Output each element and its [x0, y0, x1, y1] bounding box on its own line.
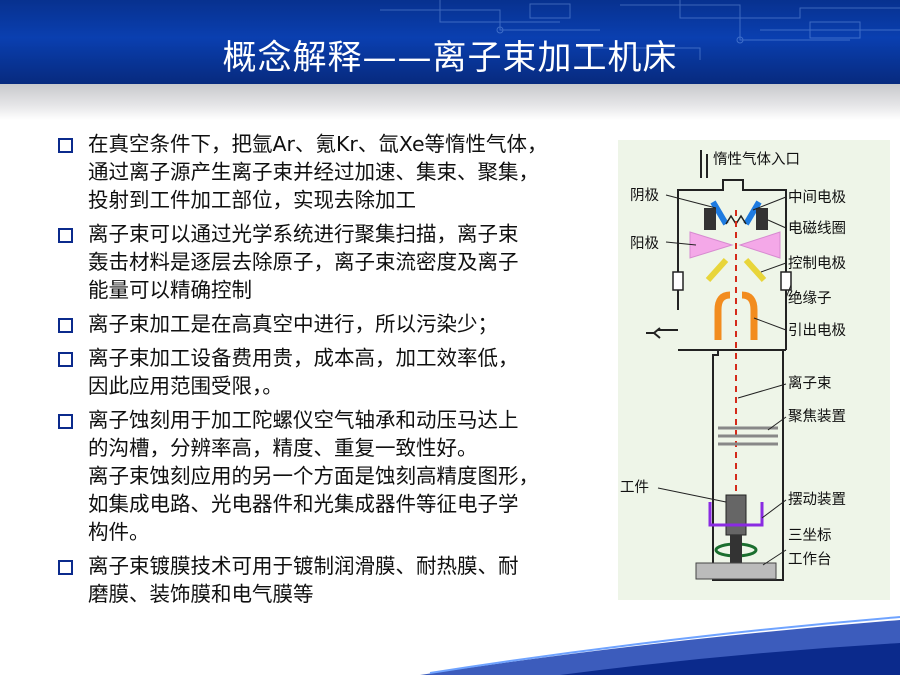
bullet-line: 能量可以精确控制: [88, 278, 252, 302]
diagram-background: [618, 140, 890, 600]
cathode-shape: [710, 200, 762, 226]
label-insulator: 绝缘子: [788, 290, 832, 307]
bullet-item: 离子束加工是在高真空中进行，所以污染少；: [58, 310, 628, 338]
anode-shape: [689, 231, 781, 259]
bullet-line: 离子束加工设备费用贵，成本高，加工效率低，: [88, 346, 519, 370]
bullet-line: 投射到工件加工部位，实现去除加工: [88, 188, 416, 212]
chamber-outline: [658, 150, 787, 581]
bullet-box-icon: [58, 318, 73, 333]
label-workpiece: 工件: [620, 479, 649, 496]
bullet-line: 离子束蚀刻应用的另一个方面是蚀刻高精度图形，: [88, 464, 539, 488]
title-underband: [0, 84, 900, 120]
label-ion-beam: 离子束: [788, 375, 832, 392]
bullet-line: 离子束加工是在高真空中进行，所以污染少；: [88, 312, 498, 336]
bullet-box-icon: [58, 352, 73, 367]
bullet-box-icon: [58, 414, 73, 429]
coil-left: [704, 208, 716, 230]
title-bar: 概念解释——离子束加工机床: [0, 0, 900, 84]
swing-device-frame: [708, 502, 764, 527]
label-extraction-electrode: 引出电极: [788, 322, 846, 339]
circuit-pattern: [380, 0, 900, 60]
bullet-line: 离子蚀刻用于加工陀螺仪空气轴承和动压马达上: [88, 408, 519, 432]
label-middle-electrode: 中间电极: [788, 189, 846, 206]
bullet-item: 离子蚀刻用于加工陀螺仪空气轴承和动压马达上 的沟槽，分辨率高，精度、重复一致性好…: [58, 406, 628, 546]
bullet-line: 磨膜、装饰膜和电气膜等: [88, 582, 314, 606]
coil-right: [756, 208, 768, 230]
bullet-line: 离子束可以通过光学系统进行聚集扫描，离子束: [88, 222, 519, 246]
bullet-line: 轰击材料是逐层去除原子，离子束流密度及离子: [88, 250, 519, 274]
bullet-line: 构件。: [88, 520, 150, 544]
bottom-decoration: [420, 616, 900, 675]
label-stage-line2: 工作台: [788, 551, 832, 568]
label-focusing-device: 聚焦装置: [788, 408, 846, 425]
bullet-box-icon: [58, 560, 73, 575]
bullet-item: 离子束镀膜技术可用于镀制润滑膜、耐热膜、耐 磨膜、装饰膜和电气膜等: [58, 552, 628, 608]
workpiece-block: [725, 494, 747, 536]
bullet-box-icon: [58, 138, 73, 153]
bullet-box-icon: [58, 228, 73, 243]
outlet-arrow: [646, 327, 661, 339]
slide-title: 概念解释——离子束加工机床: [222, 38, 678, 78]
label-swing-device: 摆动装置: [788, 491, 846, 508]
bullet-line: 因此应用范围受限，。: [88, 374, 283, 398]
bullet-item: 离子束可以通过光学系统进行聚集扫描，离子束 轰击材料是逐层去除原子，离子束流密度…: [58, 220, 628, 304]
ion-beam-machine-diagram: 惰性气体入口 阴极 中间电极 电磁线圈 阳极 控制电极 绝缘子 引出电极 离子束…: [618, 140, 890, 600]
label-anode: 阳极: [630, 235, 659, 252]
focusing-device-plates: [718, 426, 778, 446]
bullet-item: 离子束加工设备费用贵，成本高，加工效率低， 因此应用范围受限，。: [58, 344, 628, 400]
bullet-line: 通过离子源产生离子束并经过加速、集束、聚集，: [88, 160, 539, 184]
bullet-item: 在真空条件下，把氩Ar、氪Kr、氙Xe等惰性气体， 通过离子源产生离子束并经过加…: [58, 130, 628, 214]
bullet-line: 在真空条件下，把氩Ar、氪Kr、氙Xe等惰性气体，: [88, 132, 548, 156]
bullet-list: 在真空条件下，把氩Ar、氪Kr、氙Xe等惰性气体， 通过离子源产生离子束并经过加…: [58, 130, 628, 614]
bullet-line: 的沟槽，分辨率高，精度、重复一致性好。: [88, 436, 478, 460]
stage-shaft: [730, 535, 742, 565]
label-gas-inlet: 惰性气体入口: [713, 151, 800, 168]
bullet-line: 离子束镀膜技术可用于镀制润滑膜、耐热膜、耐: [88, 554, 519, 578]
label-stage-line1: 三坐标: [788, 527, 832, 544]
label-control-electrode: 控制电极: [788, 255, 846, 272]
control-electrode-shape: [705, 257, 767, 283]
bullet-line: 如集成电路、光电器件和光集成器件等征电子学: [88, 492, 519, 516]
label-cathode: 阴极: [630, 187, 659, 204]
insulators: [672, 271, 792, 291]
stage-platform: [695, 562, 777, 580]
label-coil: 电磁线圈: [788, 220, 846, 237]
leader-lines: [657, 194, 792, 566]
extraction-electrode-shape: [714, 291, 758, 340]
